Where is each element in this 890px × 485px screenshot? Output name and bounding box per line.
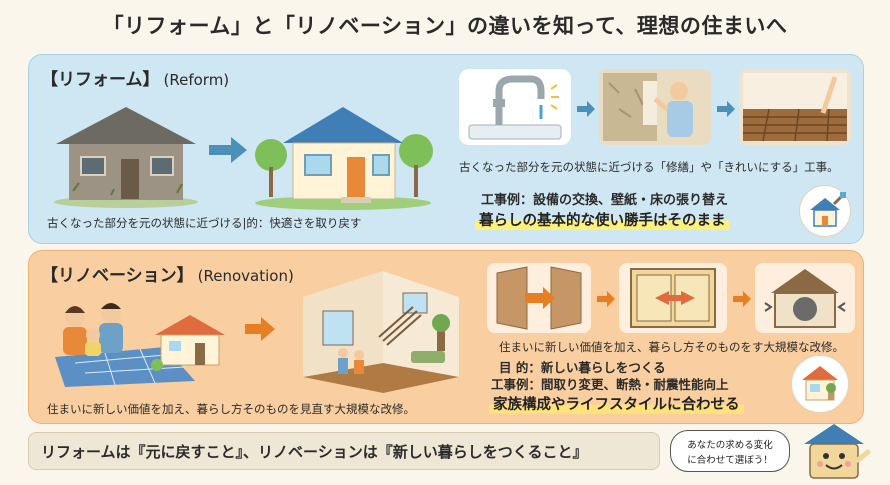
renovation-arrow-2 bbox=[597, 291, 615, 307]
renovation-caption-right: 住まいに新しい価値を加え、暮らし方そのものをす大規模な改修。 bbox=[499, 340, 844, 354]
reform-arrow-3 bbox=[717, 101, 735, 117]
floor-illustration bbox=[739, 69, 851, 145]
reform-caption-right: 古くなった部分を元の状態に近づける「修繕」や「きれいにする」工事。 bbox=[459, 160, 839, 174]
renovation-purpose: 目 的：新しい暮らしをつくる bbox=[499, 360, 666, 375]
summary-bar: リフォームは『元に戻すこと』、リノベーションは『新しい暮らしをつくること』 bbox=[28, 432, 660, 470]
summary-text: リフォームは『元に戻すこと』、リノベーションは『新しい暮らしをつくること』 bbox=[41, 443, 588, 461]
renovation-emphasis: 家族構成やライフスタイルに合わせる bbox=[489, 393, 744, 414]
reform-heading-jp: 【リフォーム】 bbox=[41, 70, 160, 90]
renovation-arrow-1 bbox=[245, 317, 275, 341]
insulated-window-illustration bbox=[619, 263, 727, 333]
reform-caption-left: 古くなった部分を元の状態に近づける|的：快適さを取り戻す bbox=[47, 216, 362, 230]
house-plant-icon bbox=[791, 355, 849, 413]
renovation-caption-left: 住まいに新しい価値を加え、暮らし方そのものを見直す大規模な改修。 bbox=[47, 402, 415, 416]
mascot-house-icon bbox=[804, 424, 871, 479]
new-house-illustration bbox=[255, 107, 433, 210]
reform-heading-en: (Reform) bbox=[163, 71, 230, 89]
reform-emphasis: 暮らしの基本的な使い勝手はそのまま bbox=[475, 209, 730, 230]
reform-arrow-1 bbox=[209, 137, 247, 163]
wall-removal-illustration bbox=[487, 263, 591, 333]
reform-panel: 【リフォーム】(Reform) 古くなった部分を元の状態に近づける|的：快適さを… bbox=[28, 54, 864, 244]
reform-arrow-2 bbox=[577, 101, 595, 117]
renovated-interior-illustration bbox=[303, 271, 459, 393]
bubble-line-2: に合わせて選ぼう！ bbox=[687, 455, 773, 466]
renovation-panel: 【リノベーション】(Renovation) 住まいに新しい価値を加え、暮らし方そ… bbox=[28, 250, 864, 424]
renovation-arrow-3 bbox=[733, 291, 751, 307]
reform-heading: 【リフォーム】(Reform) bbox=[41, 65, 229, 90]
faucet-illustration bbox=[459, 69, 571, 145]
house-brush-icon bbox=[799, 185, 851, 237]
renovation-heading: 【リノベーション】(Renovation) bbox=[41, 261, 294, 286]
bubble-line-1: あなたの求める変化 bbox=[687, 440, 773, 451]
old-house-illustration bbox=[54, 107, 198, 208]
speech-bubble: あなたの求める変化 に合わせて選ぼう！ bbox=[670, 430, 790, 472]
wallpaper-illustration bbox=[599, 69, 711, 145]
renovation-heading-jp: 【リノベーション】 bbox=[41, 266, 194, 286]
page-title: 「リフォーム」と「リノベーション」の違いを知って、理想の住まいへ bbox=[102, 14, 788, 38]
family-planning-illustration bbox=[55, 303, 225, 387]
seismic-frame-illustration bbox=[755, 263, 855, 333]
renovation-examples: 工事例：間取り変更、断熱・耐震性能向上 bbox=[491, 377, 729, 392]
renovation-heading-en: (Renovation) bbox=[197, 267, 294, 285]
reform-examples: 工事例：設備の交換、壁紙・床の張り替え bbox=[481, 193, 729, 208]
